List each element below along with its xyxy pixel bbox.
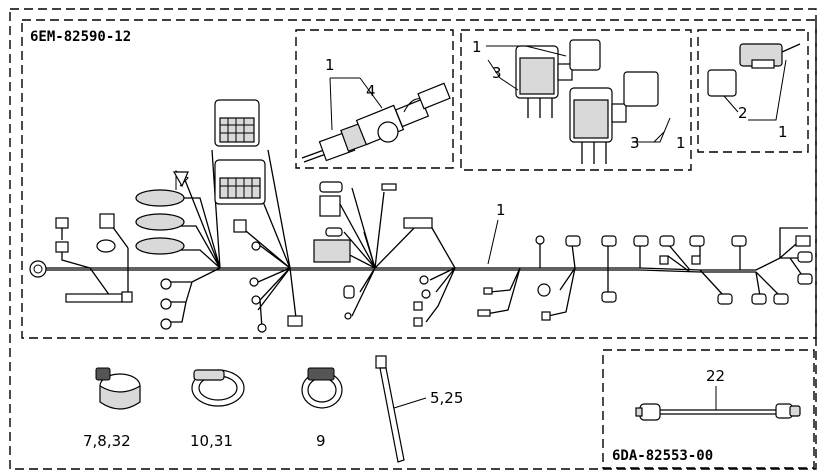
detail-c-part-label: 1	[778, 123, 788, 141]
main-part-number: 6EM-82590-12	[30, 29, 131, 45]
detail-c-connector	[707, 43, 801, 97]
detail-b-connector-bottom	[569, 71, 659, 164]
small-connectors-right	[477, 235, 813, 321]
large-connector-top	[214, 99, 260, 147]
detail-b-part-label-top: 1	[472, 38, 482, 56]
main-assembly-frame	[21, 19, 817, 339]
detail-a-part-label: 1	[325, 56, 335, 74]
detail-box-c	[697, 29, 809, 153]
wire-harness-leader	[487, 219, 499, 265]
detail-a-leader	[329, 77, 383, 131]
oval-connectors	[135, 170, 189, 255]
harness-end-connector-left	[29, 260, 47, 278]
sub-part-number: 6DA-82553-00	[612, 448, 713, 464]
label-9: 9	[316, 432, 326, 450]
detail-b-connector-top	[515, 39, 601, 118]
detail-b-part-label-bottom: 1	[676, 134, 686, 152]
detail-b-cap-label-bottom: 3	[630, 134, 640, 152]
detail-box-a	[295, 29, 454, 169]
detail-a-connector	[301, 82, 451, 163]
detail-box-b	[460, 29, 692, 171]
small-connectors-left	[55, 213, 172, 330]
label-10-31: 10,31	[190, 432, 233, 450]
detail-c-leader	[723, 59, 787, 121]
large-connector-mid	[214, 159, 266, 205]
clamp-10-31	[191, 369, 245, 407]
sub-assembly-label: 22	[706, 367, 725, 385]
sub-assembly-frame	[602, 349, 815, 469]
cable-tie-5-25	[375, 355, 405, 463]
detail-b-leaders	[486, 45, 671, 143]
detail-b-cap-label-top: 3	[492, 64, 502, 82]
clamp-7-8-32	[95, 367, 141, 410]
wire-harness-label: 1	[496, 201, 506, 219]
label-7-8-32: 7,8,32	[83, 432, 131, 450]
clamp-9	[301, 367, 343, 409]
detail-c-cap-label: 2	[738, 104, 748, 122]
sub-assembly-harness	[635, 403, 801, 421]
small-connectors-center	[233, 181, 433, 333]
label-5-25: 5,25	[430, 389, 463, 407]
cable-tie-leader	[393, 397, 427, 409]
detail-a-seal-label: 4	[366, 82, 376, 100]
